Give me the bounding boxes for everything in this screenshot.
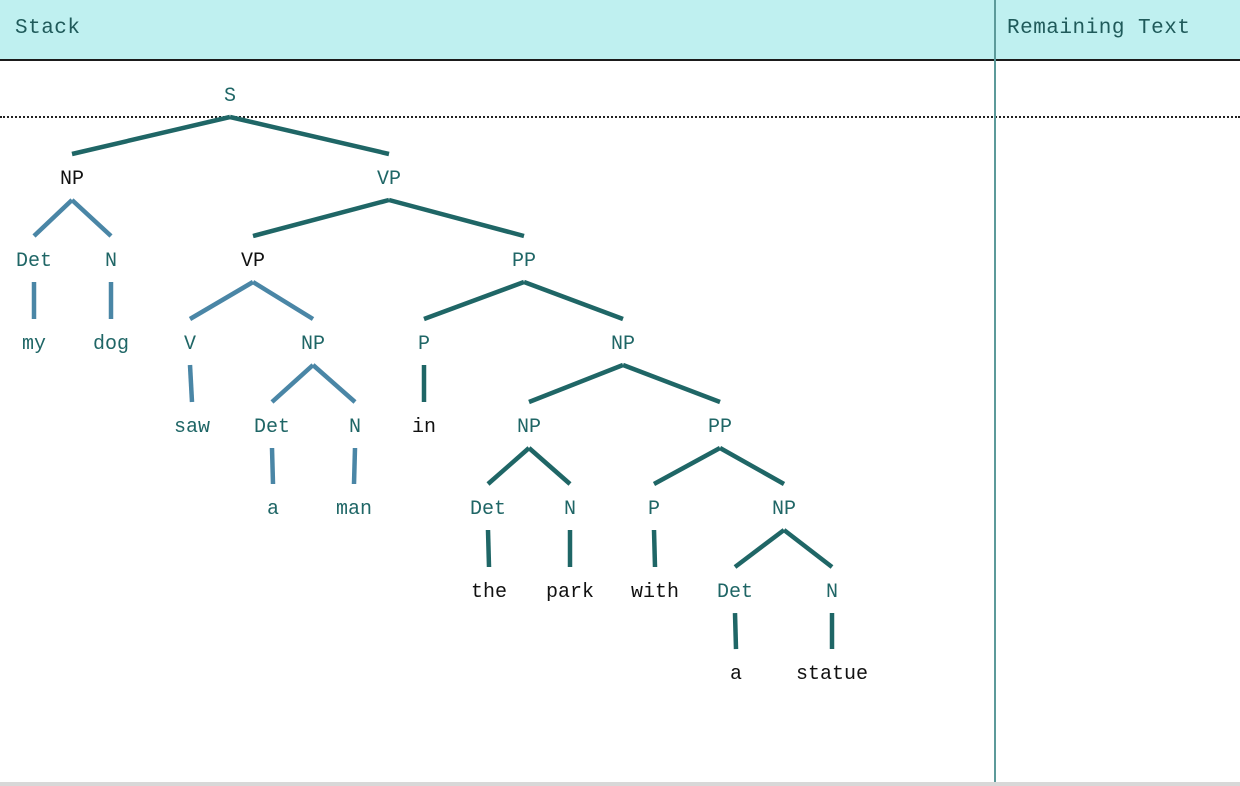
tree-edge-pp1-p1 — [423, 279, 525, 322]
stack-separator-line — [0, 116, 1240, 118]
tree-node-np4[interactable]: NP — [517, 416, 541, 439]
tree-node-np3[interactable]: NP — [611, 333, 635, 356]
tree-node-n1[interactable]: N — [105, 250, 117, 273]
tree-edge-s-vp1 — [229, 114, 390, 157]
tree-node-n2[interactable]: N — [349, 416, 361, 439]
tree-edge-s-np1 — [71, 114, 231, 157]
tree-node-n4[interactable]: N — [826, 581, 838, 604]
tree-edge-np2-det2 — [270, 363, 315, 404]
tree-edge-np2-n2 — [311, 363, 357, 404]
tree-edge-np1-det1 — [32, 198, 74, 238]
tree-node-the[interactable]: the — [471, 581, 507, 604]
tree-edge-pp1-np3 — [523, 279, 624, 322]
tree-node-saw[interactable]: saw — [174, 416, 210, 439]
tree-node-pp2[interactable]: PP — [708, 416, 732, 439]
tree-node-np1[interactable]: NP — [60, 168, 84, 191]
tree-edge-pp2-p2 — [652, 446, 722, 486]
tree-edge-np4-n3 — [527, 446, 572, 486]
column-divider[interactable] — [994, 0, 996, 786]
tree-node-vp1[interactable]: VP — [377, 168, 401, 191]
tree-edge-p2-with — [651, 529, 658, 568]
tree-edge-vp2-np2 — [251, 280, 315, 321]
tree-node-with[interactable]: with — [631, 581, 679, 604]
tree-node-vp2[interactable]: VP — [241, 250, 265, 273]
tree-node-a2[interactable]: a — [730, 663, 742, 686]
tree-node-a1[interactable]: a — [267, 498, 279, 521]
tree-edge-n2-man — [351, 447, 358, 485]
tree-edge-v1-saw — [187, 364, 195, 403]
tree-edge-np5-n4 — [782, 528, 834, 569]
tree-node-n3[interactable]: N — [564, 498, 576, 521]
tree-edge-vp1-vp2 — [252, 197, 390, 239]
tree-edge-pp2-np5 — [718, 446, 786, 486]
tree-edge-np4-det3 — [486, 446, 531, 486]
tree-node-np2[interactable]: NP — [301, 333, 325, 356]
tree-node-p1[interactable]: P — [418, 333, 430, 356]
tree-node-p2[interactable]: P — [648, 498, 660, 521]
tree-edge-det4-a2 — [732, 612, 739, 650]
tree-edge-np5-det4 — [733, 528, 786, 569]
tree-node-dog[interactable]: dog — [93, 333, 129, 356]
bottom-scroll-edge — [0, 782, 1240, 786]
tree-edge-vp1-pp1 — [388, 197, 525, 239]
tree-node-det1[interactable]: Det — [16, 250, 52, 273]
tree-node-man[interactable]: man — [336, 498, 372, 521]
tree-node-park[interactable]: park — [546, 581, 594, 604]
remaining-text-column-title: Remaining Text — [1007, 17, 1191, 40]
tree-node-pp1[interactable]: PP — [512, 250, 536, 273]
tree-node-det3[interactable]: Det — [470, 498, 506, 521]
tree-edge-np3-np4 — [528, 362, 624, 405]
tree-edge-vp2-v1 — [188, 280, 255, 321]
tree-node-statue[interactable]: statue — [796, 663, 868, 686]
tree-edge-np1-n1 — [70, 198, 113, 238]
tree-node-v1[interactable]: V — [184, 333, 196, 356]
tree-node-s[interactable]: S — [224, 85, 236, 108]
header-bar: Stack Remaining Text — [0, 0, 1240, 61]
tree-node-det2[interactable]: Det — [254, 416, 290, 439]
tree-node-in[interactable]: in — [412, 416, 436, 439]
tree-edge-np3-pp2 — [622, 362, 721, 405]
tree-node-my[interactable]: my — [22, 333, 46, 356]
stack-column-title: Stack — [15, 17, 81, 40]
tree-edge-det2-a1 — [269, 447, 276, 485]
tree-node-det4[interactable]: Det — [717, 581, 753, 604]
tree-node-np5[interactable]: NP — [772, 498, 796, 521]
tree-edge-det3-the — [485, 529, 492, 568]
